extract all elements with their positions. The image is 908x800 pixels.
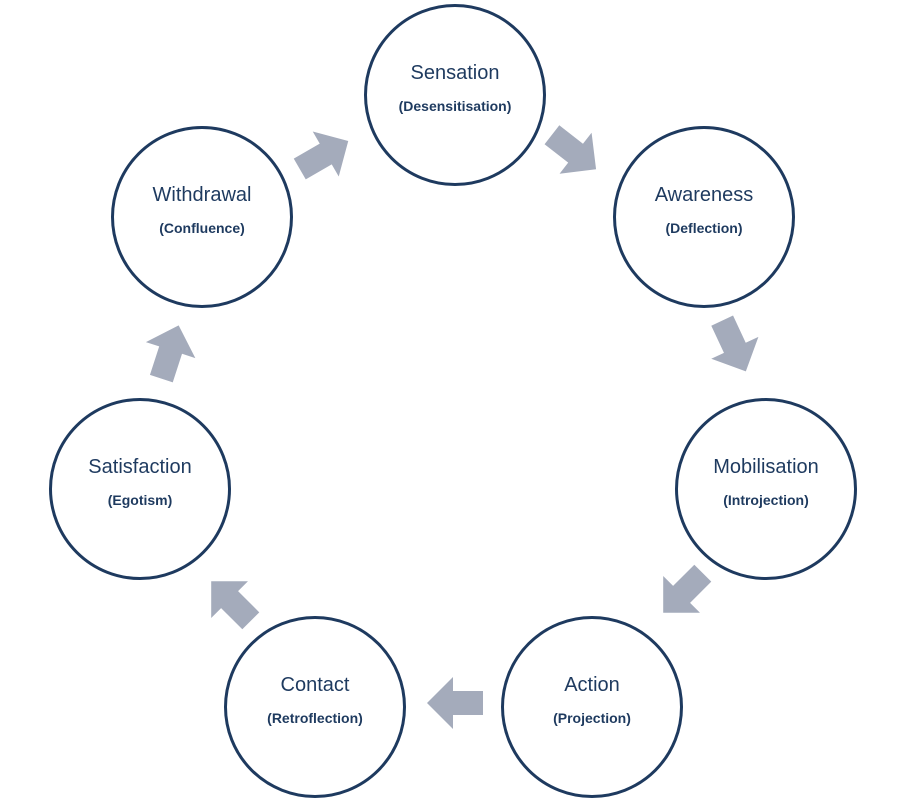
stage-sensation: Sensation (Desensitisation) (364, 4, 546, 186)
arrow-awareness-to-mobilisation (711, 315, 759, 372)
stage-withdrawal-title: Withdrawal (152, 184, 252, 206)
arrow-action-to-contact (427, 677, 483, 729)
stage-contact: Contact (Retroflection) (224, 616, 406, 798)
stage-sensation-title: Sensation (410, 62, 500, 84)
stage-awareness-block: (Deflection) (665, 220, 743, 236)
stage-contact-block: (Retroflection) (267, 710, 363, 726)
stage-awareness: Awareness (Deflection) (613, 126, 795, 308)
arrow-satisfaction-to-withdrawal (145, 325, 196, 383)
arrow-withdrawal-to-sensation (293, 131, 349, 180)
stage-satisfaction-block: (Egotism) (107, 492, 173, 508)
arrow-sensation-to-awareness (544, 125, 597, 174)
stage-sensation-block: (Desensitisation) (398, 98, 512, 114)
stage-awareness-title: Awareness (654, 184, 754, 206)
stage-action-title: Action (564, 674, 620, 696)
stage-satisfaction-title: Satisfaction (88, 456, 192, 478)
stage-mobilisation: Mobilisation (Introjection) (675, 398, 857, 580)
stage-satisfaction: Satisfaction (Egotism) (49, 398, 231, 580)
stage-mobilisation-block: (Introjection) (723, 492, 809, 508)
arrow-contact-to-satisfaction (211, 581, 260, 630)
stage-withdrawal-block: (Confluence) (159, 220, 245, 236)
stage-action: Action (Projection) (501, 616, 683, 798)
stage-action-block: (Projection) (553, 710, 631, 726)
stage-contact-title: Contact (280, 674, 350, 696)
arrow-mobilisation-to-action (663, 564, 712, 613)
stage-withdrawal: Withdrawal (Confluence) (111, 126, 293, 308)
stage-mobilisation-title: Mobilisation (713, 456, 819, 478)
